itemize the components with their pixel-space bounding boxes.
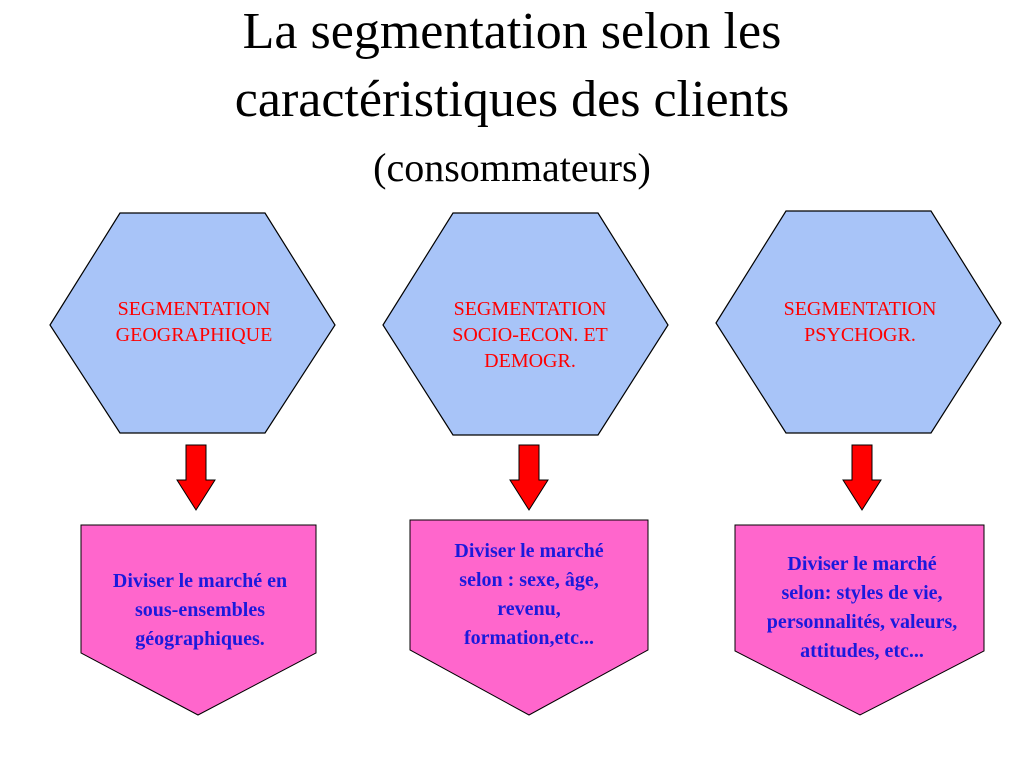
box-psychogr	[734, 524, 985, 716]
arrow-down-1	[176, 444, 216, 511]
box-label-line: sous-ensembles	[134, 599, 265, 621]
box-label-line: Diviser le marché	[787, 553, 937, 575]
box-label-line: selon : sexe, âge,	[459, 569, 599, 591]
hex-label-line: PSYCHOGR.	[804, 324, 916, 346]
arrow-down-2	[509, 444, 549, 511]
subtitle: (consommateurs)	[373, 145, 651, 190]
hexagon-geographique	[49, 212, 336, 434]
hexagon-socio-econ-demogr	[382, 212, 669, 436]
box-label-line: Diviser le marché en	[112, 570, 288, 592]
box-label-line: géographiques.	[135, 628, 265, 650]
hex-label-line: DEMOGR.	[484, 350, 576, 372]
hex-label-line: SEGMENTATION	[783, 298, 937, 320]
box-geographique	[80, 524, 317, 716]
box-label-line: selon: styles de vie,	[781, 582, 943, 604]
title-line-1: La segmentation selon les	[242, 3, 782, 60]
hexagon-label-socio-econ: SEGMENTATION SOCIO-ECON. ET DEMOGR.	[408, 296, 652, 374]
box-label-line: revenu,	[497, 598, 561, 620]
box-label-line: attitudes, etc...	[800, 640, 924, 662]
hexagon-label-geographique: SEGMENTATION GEOGRAPHIQUE	[72, 296, 316, 348]
box-label-socio-econ: Diviser le marché selon : sexe, âge, rev…	[410, 537, 648, 653]
box-label-line: formation,etc...	[464, 627, 594, 649]
box-label-line: Diviser le marché	[454, 540, 604, 562]
box-socio-econ-demogr	[409, 519, 649, 716]
title-line-2: caractéristiques des clients	[234, 71, 790, 128]
hex-label-line: SEGMENTATION	[117, 298, 271, 320]
box-label-geographique: Diviser le marché en sous-ensembles géog…	[80, 567, 320, 654]
hex-label-line: SEGMENTATION	[453, 298, 607, 320]
hex-label-line: GEOGRAPHIQUE	[115, 324, 273, 346]
box-label-psychogr: Diviser le marché selon: styles de vie, …	[735, 550, 989, 666]
arrow-down-3	[842, 444, 882, 511]
hex-label-line: SOCIO-ECON. ET	[452, 324, 608, 346]
hexagon-label-psychogr: SEGMENTATION PSYCHOGR.	[738, 296, 982, 348]
box-label-line: personnalités, valeurs,	[766, 611, 958, 633]
hexagon-psychogr	[715, 210, 1002, 434]
